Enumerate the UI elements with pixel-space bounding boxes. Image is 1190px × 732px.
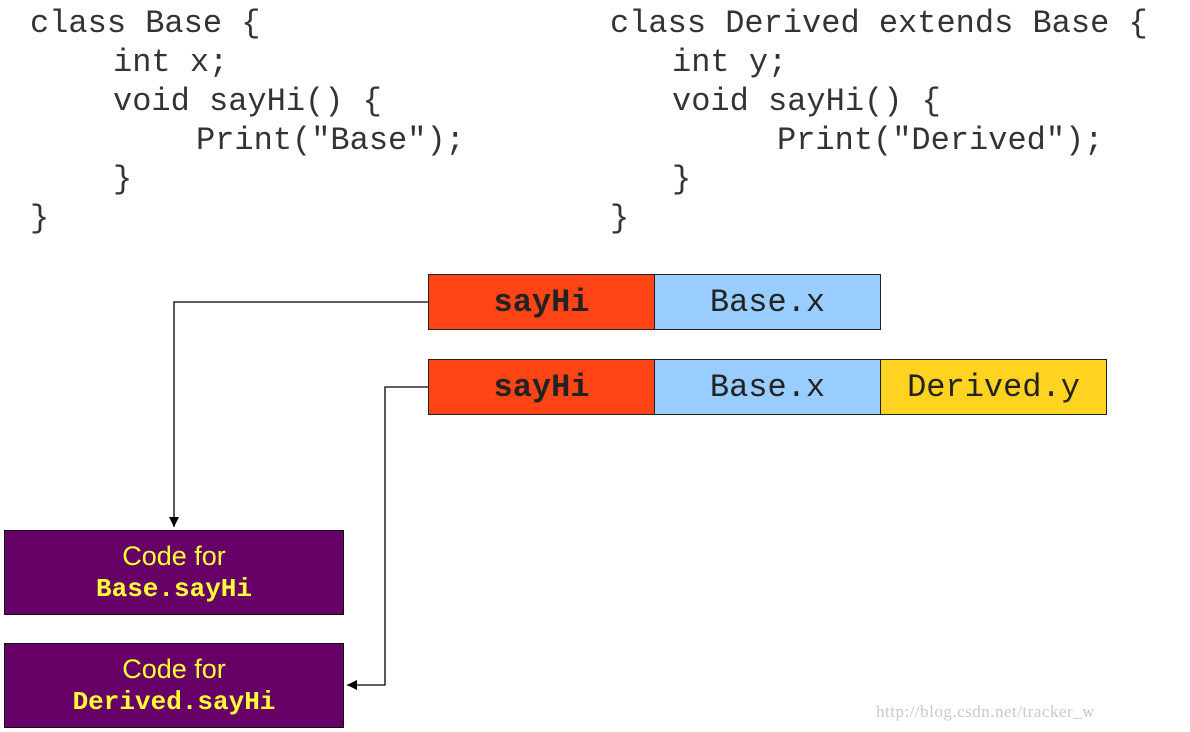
code-line: void sayHi() { (113, 83, 382, 120)
derived-object-layout: sayHi Base.x Derived.y (428, 359, 1107, 415)
base-vtable-sayhi-cell: sayHi (428, 274, 655, 330)
code-line: class Base { (30, 5, 261, 42)
base-object-layout: sayHi Base.x (428, 274, 881, 330)
derived-field-x-cell: Base.x (654, 359, 881, 415)
arrow-derived-sayhi-to-code (347, 386, 428, 690)
base-field-x-cell: Base.x (654, 274, 881, 330)
code-box-function-name: Derived.sayHi (72, 687, 276, 717)
code-box-function-name: Base.sayHi (95, 574, 253, 604)
derived-class-code: class Derived extends Base {int y;void s… (610, 4, 1148, 238)
code-line: void sayHi() { (672, 83, 941, 120)
code-box-base-sayhi: Code for Base.sayHi (4, 530, 344, 615)
code-line: } (610, 200, 630, 237)
code-line: } (30, 200, 50, 237)
derived-field-y-cell: Derived.y (880, 359, 1107, 415)
code-box-derived-sayhi: Code for Derived.sayHi (4, 643, 344, 728)
code-line: Print("Base"); (196, 122, 465, 159)
code-line: Print("Derived"); (777, 122, 1104, 159)
code-box-caption: Code for (122, 654, 226, 684)
code-line: } (672, 161, 692, 198)
code-line: int x; (113, 44, 229, 81)
derived-vtable-sayhi-cell: sayHi (428, 359, 655, 415)
base-class-code: class Base {int x;void sayHi() {Print("B… (30, 4, 465, 238)
code-box-caption: Code for (122, 541, 226, 571)
watermark: http://blog.csdn.net/tracker_w (876, 702, 1095, 721)
code-line: } (113, 161, 133, 198)
code-line: int y; (672, 44, 788, 81)
arrow-base-sayhi-to-code (169, 301, 428, 527)
code-line: class Derived extends Base { (610, 5, 1148, 42)
